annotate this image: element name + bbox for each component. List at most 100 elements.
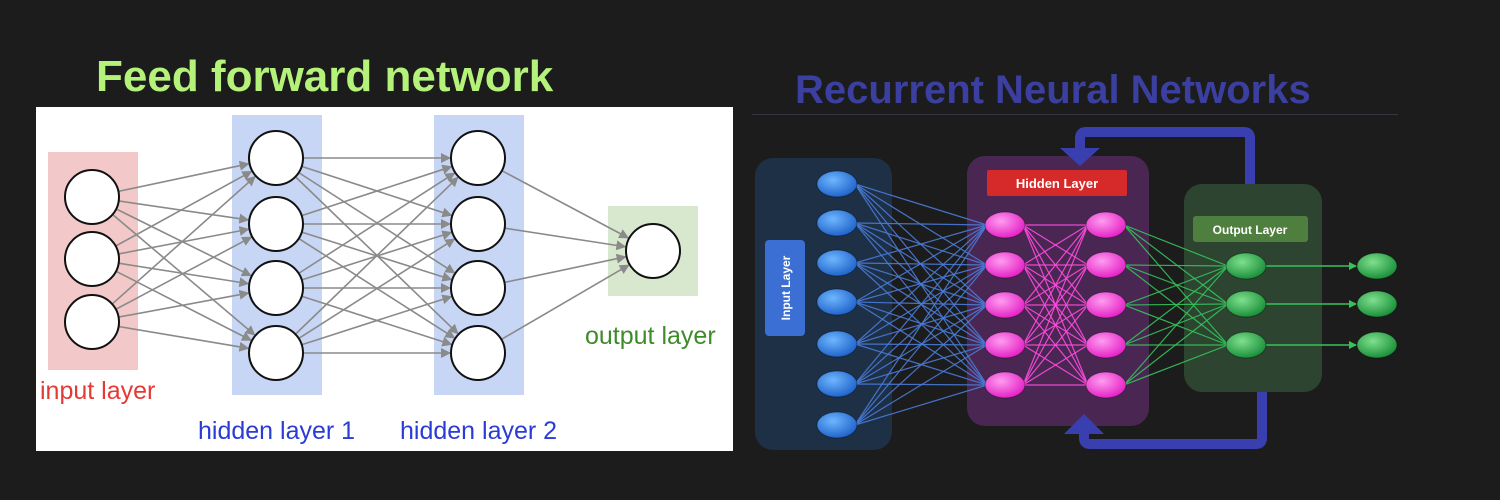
rnn-connection: [1022, 224, 1089, 346]
rnn-connection: [1123, 344, 1229, 386]
connection-arrow: [301, 164, 453, 217]
rnn-output-panel: [1184, 184, 1322, 392]
rnn-connection: [854, 343, 988, 346]
rnn-connection: [854, 222, 988, 346]
rnn-hidden-node: [1085, 371, 1127, 399]
rnn-hidden-panel: [967, 156, 1149, 426]
hidden-layer-2-label: hidden layer 2: [400, 417, 558, 445]
rnn-connection: [1022, 264, 1089, 306]
rnn-connection: [1022, 224, 1089, 266]
rnn-connection: [854, 264, 988, 345]
rnn-hidden-node: [984, 251, 1026, 279]
rnn-connection: [1022, 264, 1089, 386]
connection-arrow: [301, 294, 453, 346]
rnn-hidden-node: [1085, 251, 1127, 279]
rnn-connection: [1123, 224, 1229, 267]
rnn-final-output-node: [1356, 252, 1398, 280]
rnn-connection: [854, 224, 988, 385]
hidden-1-node: [248, 260, 304, 316]
connection-arrow: [118, 226, 250, 255]
rnn-connection: [1123, 265, 1229, 306]
connection-arrow: [298, 172, 456, 275]
rnn-connection: [1123, 264, 1229, 267]
rnn-hidden-node: [984, 291, 1026, 319]
rnn-connection: [1022, 344, 1089, 386]
rnn-input-node: [816, 411, 858, 439]
rnn-connection: [854, 304, 988, 345]
rnn-connection: [1123, 303, 1229, 386]
rnn-connection: [854, 264, 988, 426]
output-node: [625, 223, 681, 279]
rnn-connection: [854, 222, 988, 226]
feedback-loop-top: [1075, 127, 1255, 184]
rnn-connection: [1022, 224, 1089, 346]
hidden-2-node: [450, 260, 506, 316]
output-layer-badge-text: Output Layer: [1213, 223, 1288, 237]
hidden-1-node: [248, 130, 304, 186]
rnn-hidden-node: [1085, 331, 1127, 359]
connection-arrow: [118, 289, 250, 318]
hidden-2-node: [450, 325, 506, 381]
rnn-connection: [1022, 304, 1089, 386]
hidden-1-node: [248, 325, 304, 381]
rnn-output-node: [1225, 252, 1267, 280]
rnn-connection: [1022, 264, 1089, 346]
rnn-connection: [854, 304, 988, 385]
rnn-input-panel: [755, 158, 892, 450]
rnn-connection: [854, 183, 988, 346]
rnn-connection: [854, 224, 988, 345]
rnn-connection: [854, 222, 988, 386]
rnn-connection: [854, 183, 988, 226]
rnn-connection: [1123, 224, 1229, 346]
input-node: [64, 169, 120, 225]
feedback-arrowhead-top: [1060, 148, 1100, 166]
rnn-connection: [1022, 224, 1089, 266]
rnn-connection: [854, 222, 988, 266]
connection-arrow: [504, 253, 627, 284]
rnn-connection: [854, 224, 988, 303]
rnn-connection: [1123, 303, 1229, 346]
rnn-connection: [1022, 224, 1089, 386]
connection-arrow: [118, 325, 250, 352]
connection-arrow: [115, 236, 253, 311]
rnn-output-node: [1225, 290, 1267, 318]
input-node: [64, 294, 120, 350]
rnn-connection: [854, 262, 988, 346]
connection-arrow: [294, 176, 459, 335]
feed-forward-diagram: input layer hidden layer 1 hidden layer …: [36, 107, 733, 451]
rnn-connection: [854, 264, 988, 303]
rnn-connection: [854, 224, 988, 426]
rnn-input-node: [816, 370, 858, 398]
rnn-connection: [854, 224, 988, 264]
rnn-connection: [1123, 265, 1229, 346]
output-layer-label: output layer: [585, 322, 716, 350]
rnn-connection: [1123, 224, 1229, 305]
connection-arrow: [500, 264, 630, 341]
rnn-connection: [854, 301, 988, 346]
input-layer-label: input layer: [40, 377, 156, 405]
rnn-final-output-node: [1356, 290, 1398, 318]
feed-forward-title: Feed forward network: [96, 52, 554, 101]
rnn-connection: [1123, 303, 1229, 306]
rnn-hidden-node: [984, 211, 1026, 239]
connection-arrow: [111, 175, 256, 305]
input-layer-badge-text: Input Layer: [779, 255, 793, 320]
rnn-connection: [1123, 264, 1229, 346]
rnn-connection: [1022, 264, 1089, 386]
rnn-connection: [854, 304, 988, 426]
rnn-hidden-node: [984, 331, 1026, 359]
rnn-connection: [1022, 224, 1089, 386]
hidden-2-node: [450, 196, 506, 252]
rnn-connection: [854, 343, 988, 386]
rnn-hidden-node: [984, 371, 1026, 399]
rnn-connection: [854, 383, 988, 386]
rnn-connection: [1022, 224, 1089, 306]
connection-arrow: [298, 238, 456, 340]
rnn-connection: [1123, 265, 1229, 386]
connection-arrow: [504, 227, 627, 251]
rnn-connection: [1022, 224, 1089, 306]
rnn-connection: [1022, 304, 1089, 346]
rnn-title: Recurrent Neural Networks: [795, 68, 1311, 112]
hidden-2-node: [450, 130, 506, 186]
connection-arrow: [118, 160, 250, 193]
